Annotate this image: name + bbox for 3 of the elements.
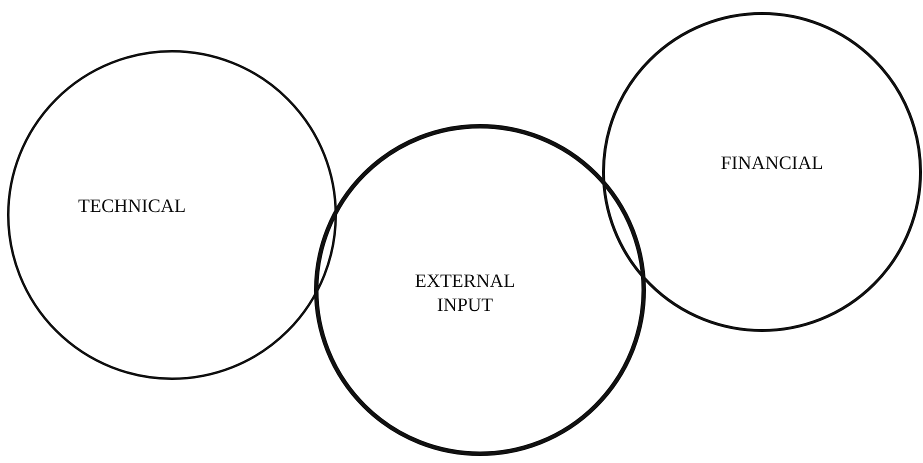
circle-label: TECHNICAL [77,195,187,219]
circle-label: EXTERNAL INPUT [414,270,516,318]
circle-label: FINANCIAL [720,152,824,176]
